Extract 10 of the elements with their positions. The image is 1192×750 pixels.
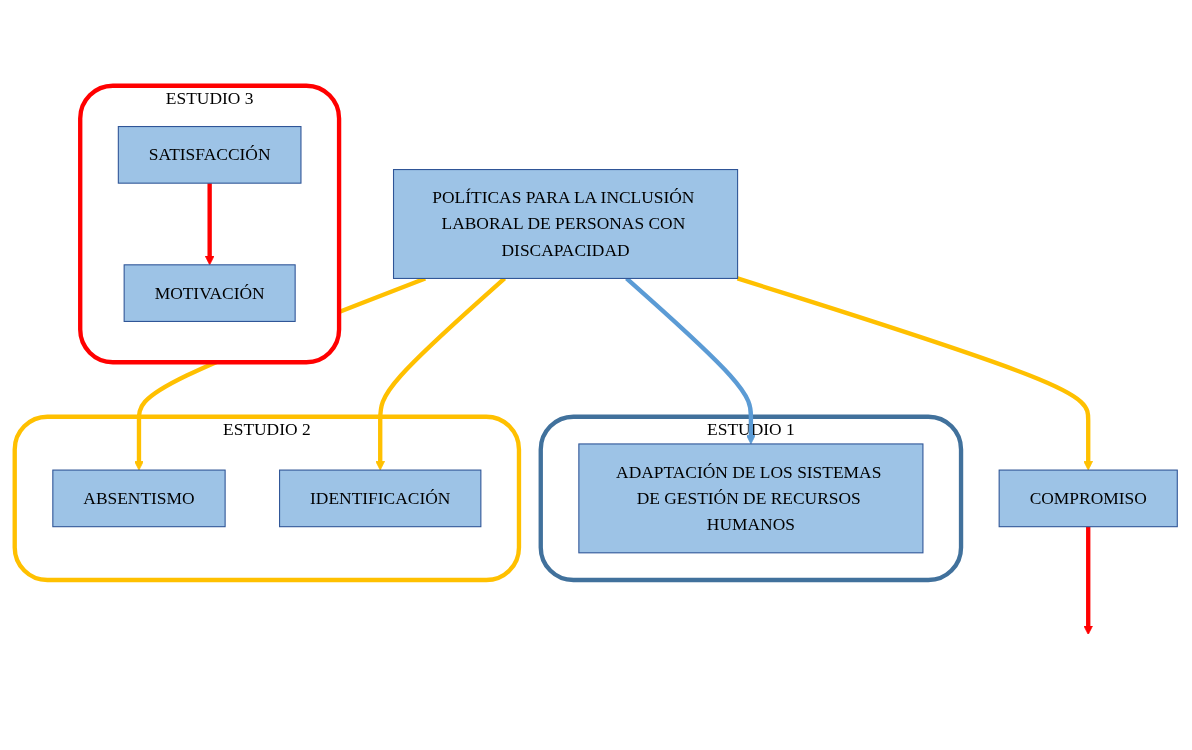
arrow (1083, 526, 1093, 635)
node-box: POLÍTICAS PARA LA INCLUSIÓN LABORAL DE PERSONAS CON DISCAPACIDAD (392, 168, 739, 279)
arrow (204, 182, 215, 265)
node-box: ABSENTISMO (52, 469, 226, 527)
node-box: COMPROMISO (998, 469, 1178, 527)
node-box: SATISFACCIÓN (117, 125, 302, 184)
arrow (736, 276, 1093, 471)
node-box: ADAPTACIÓN DE LOS SISTEMAS DE GESTIÓN DE RECURSOS HUMANOS (578, 443, 924, 554)
node-box: MOTIVACIÓN (123, 263, 296, 322)
node-box: IDENTIFICACIÓN (279, 469, 482, 527)
